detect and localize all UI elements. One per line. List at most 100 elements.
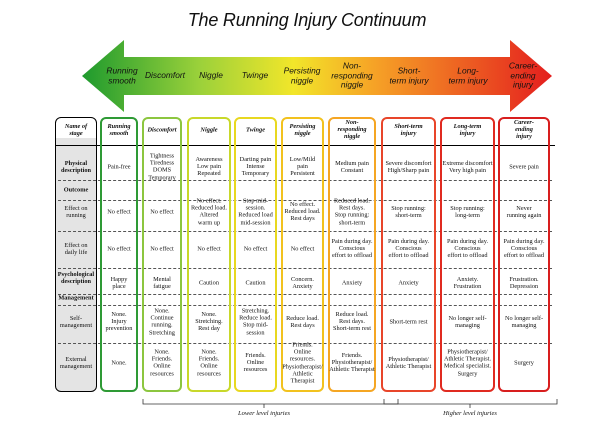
- stage-psych-cell: Caution: [199, 279, 219, 287]
- stage-self-cell: No longer self-managing: [504, 314, 544, 329]
- stage-name-cell: Discomfort: [147, 126, 177, 134]
- stage-daily-cell: No effect: [107, 245, 131, 253]
- stage-self-cell: None.Stretching.Rest day: [195, 311, 223, 333]
- stage-self-cell: Short-term rest: [389, 318, 428, 326]
- stage-external-cell: Physiotherapist/Athletic Therapist.Medic…: [443, 348, 492, 378]
- stage-external-cell: Friends.Physiotherapist/Athletic Therapi…: [329, 352, 375, 374]
- stage-column: [498, 117, 550, 392]
- header-separator: [55, 145, 555, 146]
- arrow-stage-label: Twinge: [241, 70, 269, 81]
- stage-daily-cell: No effect: [290, 245, 315, 253]
- stage-column: [100, 117, 138, 392]
- higher-level-label: Higher level injuries: [443, 410, 497, 417]
- row-header-outcome: Outcome: [63, 186, 89, 194]
- stage-running-cell: No effect.Reduced load.Rest days: [284, 201, 321, 223]
- stage-column: [234, 117, 277, 392]
- stage-name-cell: Twinge: [245, 126, 266, 134]
- stage-external-cell: Surgery: [514, 359, 534, 367]
- stage-self-cell: No longer self-managing: [448, 314, 487, 329]
- stage-self-cell: Reduce load.Rest days: [286, 314, 319, 329]
- stage-running-cell: Stop running:long-term: [450, 204, 485, 219]
- row-header-self: Self-management: [59, 314, 93, 329]
- stage-running-cell: No effect: [107, 208, 131, 216]
- stage-daily-cell: No effect: [197, 245, 221, 253]
- stage-physical-cell: Severe pain: [509, 163, 539, 171]
- stage-daily-cell: No effect: [150, 245, 174, 253]
- stage-name-cell: Niggle: [200, 126, 218, 134]
- row-separator: [58, 343, 552, 344]
- arrow-stage-label: Short-term injury: [389, 65, 429, 85]
- diagram-title: The Running Injury Continuum: [187, 10, 427, 30]
- stage-column: [281, 117, 324, 392]
- row-header-management: Management: [58, 294, 94, 302]
- stage-psych-cell: Anxiety.Frustration: [453, 275, 482, 290]
- stage-column: [381, 117, 436, 392]
- row-separator: [58, 268, 552, 269]
- stage-self-cell: Stretching.Reduce load.Stop mid-session: [239, 307, 272, 337]
- stage-external-cell: Physiotherapist/Athletic Therapist: [385, 355, 432, 370]
- stage-psych-cell: Concern.Anxiety: [291, 275, 314, 290]
- stage-running-cell: No effect: [150, 208, 174, 216]
- lower-level-label: Lower level injuries: [238, 410, 290, 417]
- row-separator: [58, 200, 552, 201]
- stage-psych-cell: Anxiety: [341, 279, 363, 287]
- stage-psych-cell: Anxiety: [398, 279, 419, 287]
- stage-psych-cell: Frustration.Depression: [509, 275, 539, 290]
- stage-psych-cell: Caution: [245, 279, 266, 287]
- stage-daily-cell: No effect: [243, 245, 268, 253]
- stage-external-cell: None.: [111, 359, 127, 367]
- arrow-stage-label: Discomfort: [144, 70, 186, 81]
- row-header-column: [55, 117, 97, 392]
- row-separator: [58, 305, 552, 306]
- stage-running-cell: Reduced load.Rest days.Stop running:shor…: [333, 197, 371, 227]
- stage-column: [142, 117, 182, 392]
- row-separator: [58, 180, 552, 181]
- stage-physical-cell: Pain-free: [107, 163, 131, 171]
- stage-column: [187, 117, 231, 392]
- continuum-arrow: [82, 40, 552, 112]
- stage-running-cell: Stop running:short-term: [391, 204, 426, 219]
- arrow-stage-label: Long-term injury: [448, 65, 488, 85]
- row-separator: [58, 294, 552, 295]
- arrow-stage-label: Niggle: [199, 70, 223, 81]
- stage-column: [328, 117, 376, 392]
